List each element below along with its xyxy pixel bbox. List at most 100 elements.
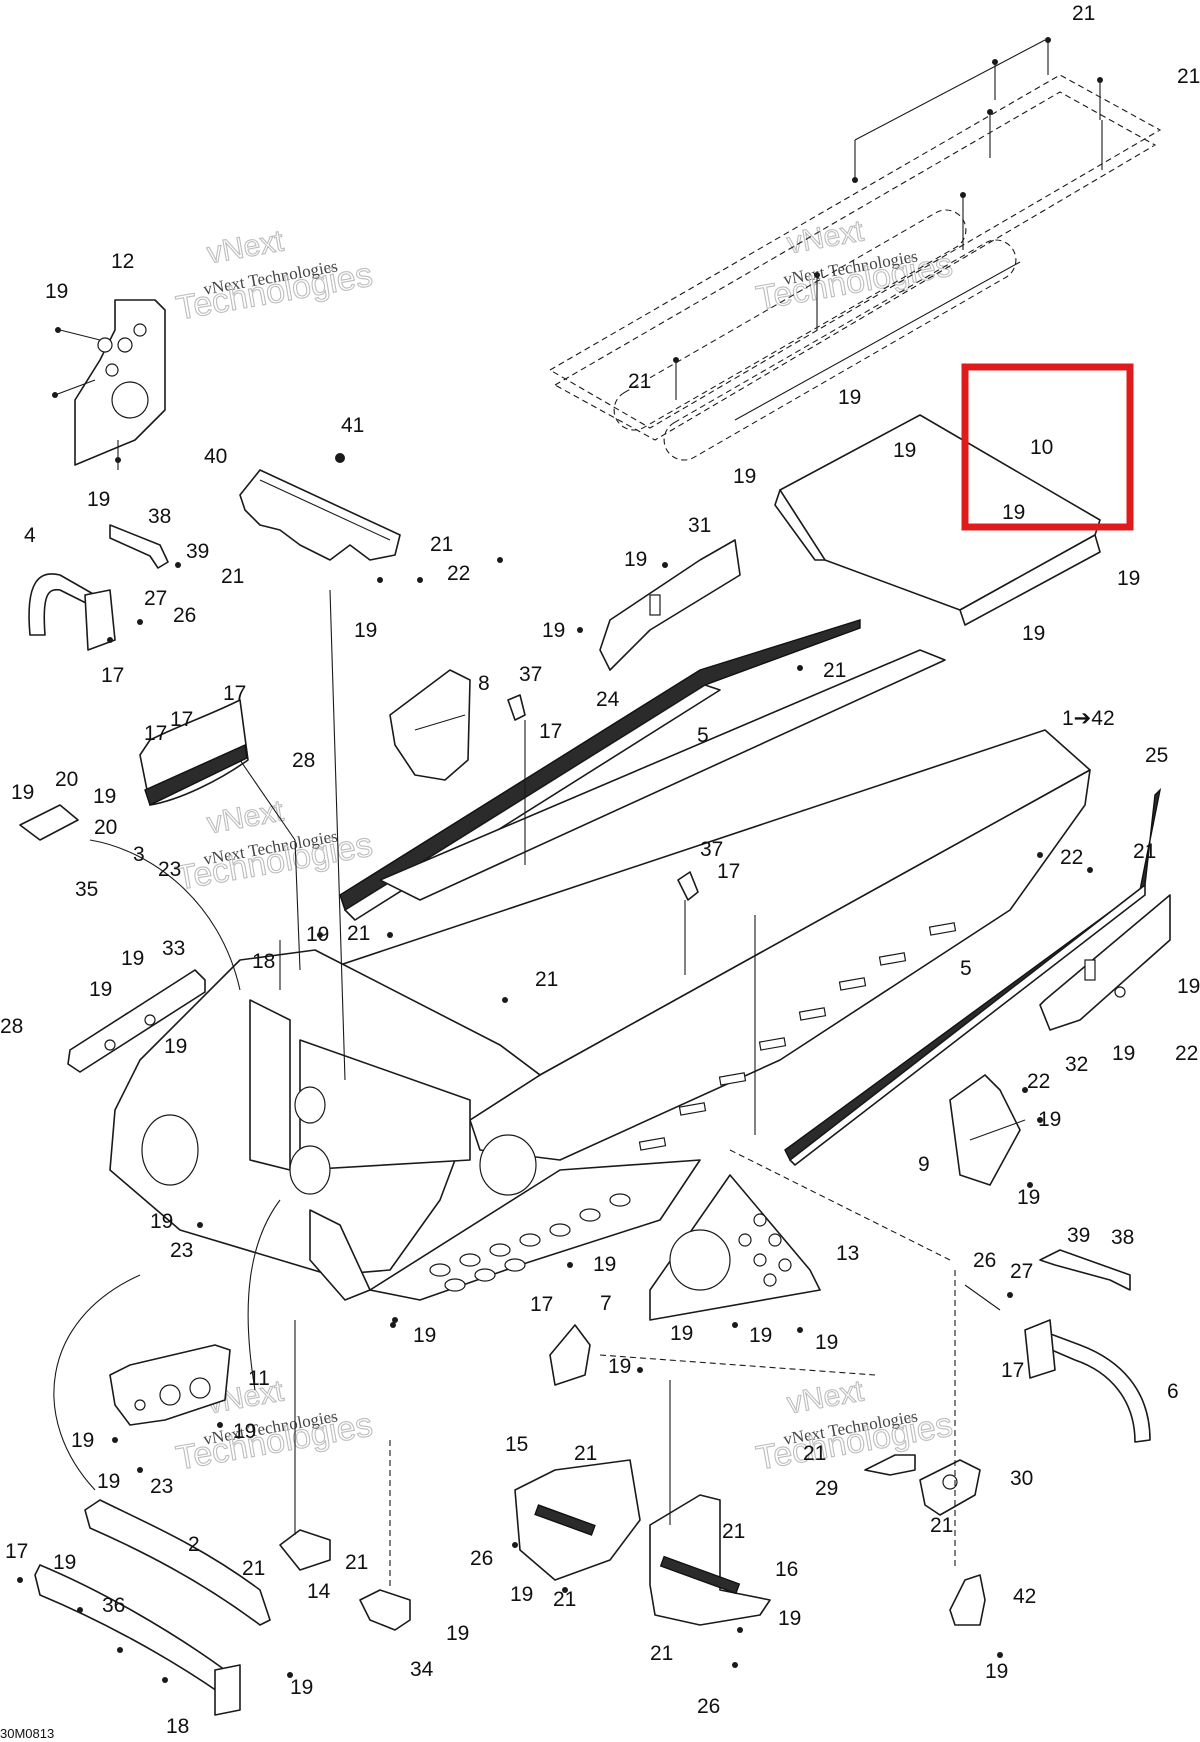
callout-label: 26 (173, 604, 196, 627)
part-25-rail (784, 787, 1162, 1166)
callout-label: 21 (221, 565, 244, 588)
callout-label: 19 (87, 488, 110, 511)
part-6-tube (1024, 1319, 1151, 1443)
callout-label: 15 (505, 1433, 528, 1456)
callout-label: 19 (1038, 1108, 1061, 1131)
callout-label: 19 (1112, 1042, 1135, 1065)
part-13-bracket (649, 1174, 821, 1321)
callout-label: 19 (670, 1322, 693, 1345)
callout-label: 19 (53, 1551, 76, 1574)
callout-label: 21 (722, 1520, 745, 1543)
callout-label: 33 (162, 937, 185, 960)
callout-label: 18 (252, 950, 275, 973)
callout-label: 19 (93, 785, 116, 808)
callout-label: 9 (918, 1153, 930, 1176)
part-15-bracket (514, 1459, 641, 1581)
callout-label: 20 (94, 816, 117, 839)
callout-label: 37 (700, 838, 723, 861)
callout-label: 4 (24, 524, 36, 547)
callout-label: 35 (75, 878, 98, 901)
watermark-text-top: vNext (205, 794, 287, 840)
callout-label: 19 (1002, 501, 1025, 524)
callout-label: 21 (823, 659, 846, 682)
callout-label: 19 (985, 1660, 1008, 1683)
callout-label: 36 (102, 1594, 125, 1617)
callout-label: 21 (628, 370, 651, 393)
callout-label: 19 (354, 619, 377, 642)
watermark-text-top: vNext (785, 1374, 867, 1420)
callout-label: 19 (608, 1355, 631, 1378)
callout-label: 19 (413, 1324, 436, 1347)
main-chassis (109, 729, 1091, 1301)
callout-label: 14 (307, 1580, 331, 1603)
assembly-arrows (53, 589, 1001, 1590)
callout-label: 40 (204, 445, 227, 468)
floor-holes (429, 1193, 631, 1292)
callout-label: 19 (893, 439, 916, 462)
part-16-bracket (649, 1494, 771, 1626)
callout-label: 19 (233, 1420, 256, 1443)
part-38-handle-right (1039, 1249, 1131, 1291)
fastener-dots (17, 327, 1093, 1683)
callout-label: 32 (1065, 1053, 1088, 1076)
callout-label: 21 (347, 922, 370, 945)
part-3-bracket (139, 699, 249, 806)
callout-label: 25 (1145, 744, 1168, 767)
callout-label: 19 (150, 1210, 173, 1233)
part-29-bracket (864, 1454, 916, 1476)
part-2-rail (84, 1499, 271, 1626)
callout-label: 27 (1010, 1260, 1033, 1283)
callout-label: 19 (11, 781, 34, 804)
callout-label: 13 (836, 1242, 859, 1265)
part-37-bracket-a (507, 694, 526, 721)
callout-label: 6 (1167, 1380, 1179, 1403)
callout-label: 19 (510, 1583, 533, 1606)
callout-label: 10 (1030, 436, 1053, 459)
callout-label: 23 (150, 1475, 173, 1498)
part-42-bracket (949, 1574, 986, 1626)
callout-label: 1➔42 (1062, 707, 1115, 730)
top-dashed-plate (548, 37, 1162, 461)
watermark-text-top: vNext (205, 224, 287, 270)
callout-label: 19 (45, 280, 68, 303)
callout-label: 2 (188, 1533, 200, 1556)
part-8-bracket (389, 669, 471, 781)
part-35-bracket (19, 804, 79, 841)
callout-label: 42 (1013, 1585, 1036, 1608)
part-30-bracket (919, 1459, 981, 1516)
part-37-bracket-b (677, 871, 699, 901)
callout-label: 12 (111, 250, 134, 273)
callout-label: 21 (803, 1442, 826, 1465)
callout-label: 18 (166, 1715, 189, 1738)
callout-label: 19 (97, 1470, 120, 1493)
callout-label: 19 (89, 978, 112, 1001)
callout-label: 3 (133, 843, 145, 866)
callout-label: 19 (749, 1324, 772, 1347)
callout-label: 19 (838, 386, 861, 409)
callout-label: 19 (121, 947, 144, 970)
callout-label: 21 (345, 1551, 368, 1574)
callout-label: 7 (600, 1292, 612, 1315)
callout-label: 17 (101, 664, 124, 687)
callout-label: 17 (539, 720, 562, 743)
callout-label: 30 (1010, 1467, 1033, 1490)
callout-label: 19 (1177, 975, 1200, 998)
part-12-bracket (54, 299, 166, 470)
part-38-handle-left (109, 524, 169, 569)
callout-label: 21 (574, 1442, 597, 1465)
callout-label: 19 (778, 1607, 801, 1630)
callout-label: 19 (1117, 567, 1140, 590)
callout-label: 37 (519, 663, 542, 686)
part-14-bracket (279, 1529, 331, 1571)
part-32-bracket (1039, 894, 1171, 1031)
callout-label: 19 (446, 1622, 469, 1645)
callout-label: 22 (1175, 1042, 1198, 1065)
callout-label: 21 (930, 1514, 953, 1537)
callout-label: 17 (717, 860, 740, 883)
callout-label: 19 (815, 1331, 838, 1354)
callout-label: 19 (542, 619, 565, 642)
callout-label: 39 (1067, 1224, 1090, 1247)
callout-label: 19 (593, 1253, 616, 1276)
